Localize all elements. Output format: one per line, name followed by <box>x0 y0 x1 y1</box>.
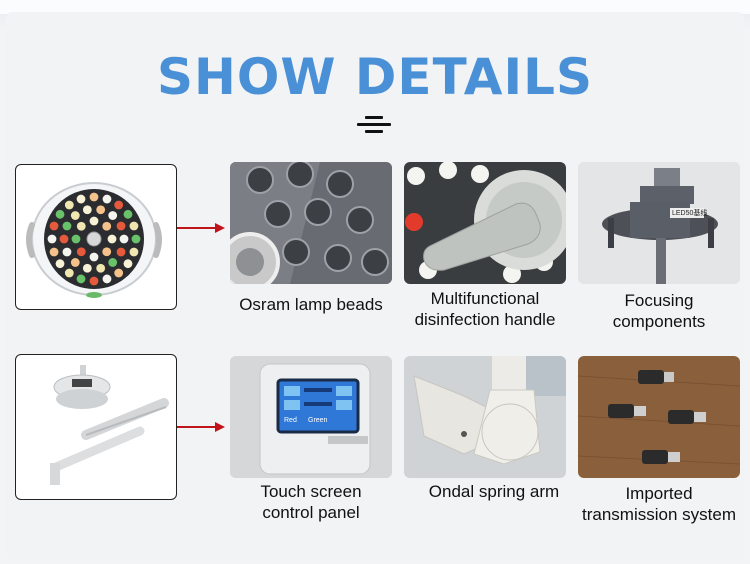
arrow-right-icon <box>177 422 225 432</box>
ondal-spring-arm-image <box>404 356 566 478</box>
menu-divider-icon <box>357 114 391 134</box>
touch-green-button: Green <box>308 417 328 424</box>
transmission-system-image <box>578 356 740 478</box>
caption-disinfection-handle: Multifunctional disinfection handle <box>414 289 556 329</box>
lamp-head-image <box>15 164 177 310</box>
caption-touch-screen: Touch screen control panel <box>260 482 362 522</box>
caption-osram-lamp-beads: Osram lamp beads <box>239 295 383 314</box>
disinfection-handle-image <box>404 162 566 284</box>
top-strip <box>0 0 750 14</box>
caption-transmission-system: Imported transmission system <box>582 484 736 524</box>
page-title: SHOW DETAILS <box>157 48 593 106</box>
caption-ondal-spring-arm: Ondal spring arm <box>428 482 560 501</box>
touch-screen-panel-image: Red Green <box>230 356 392 478</box>
caption-focusing-components: Focusing components <box>612 291 706 331</box>
lamp-arm-image <box>15 354 177 500</box>
touch-red-button: Red <box>284 417 297 424</box>
focusing-label: LED50基线 <box>672 210 708 217</box>
arrow-right-icon <box>177 223 225 233</box>
osram-lamp-beads-image <box>230 162 392 284</box>
focusing-components-image: LED50基线 <box>578 162 740 284</box>
